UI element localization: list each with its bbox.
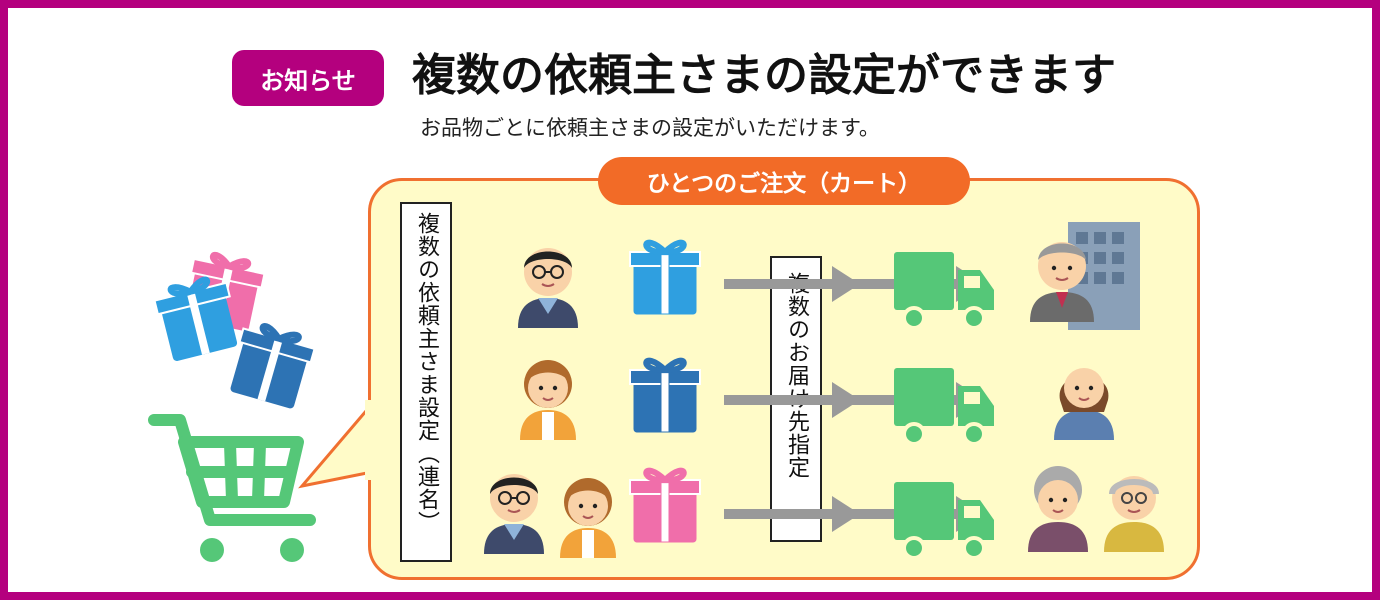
sender-woman-icon [559, 477, 617, 559]
truck-icon [892, 250, 996, 330]
sender-setting-label-box: 複数の依頼主さま設定（連名） [400, 202, 452, 562]
order-pill-label: ひとつのご注文（カート） [646, 171, 922, 197]
arrow-icon [724, 382, 860, 418]
navy-gift-icon [630, 361, 700, 432]
headline: 複数の依頼主さまの設定ができます [412, 50, 1116, 101]
shopping-cart-icon [148, 414, 316, 526]
cart-with-gifts-icon [148, 251, 316, 562]
elderly-woman-icon [1028, 466, 1088, 552]
delivery-rows [483, 222, 1164, 560]
notice-badge: お知らせ [232, 50, 384, 106]
blue-gift-icon [630, 243, 700, 314]
arrow-icon [724, 496, 860, 532]
bubble-tail [298, 403, 374, 489]
sender-setting-label: 複数の依頼主さま設定（連名） [414, 212, 439, 534]
recipient-woman-icon [1054, 368, 1114, 440]
truck-icon [892, 480, 996, 560]
truck-icon [892, 366, 996, 446]
sender-woman-icon [519, 359, 577, 441]
order-pill: ひとつのご注文（カート） [598, 157, 970, 205]
multiple-destination-label: 複数のお届け先指定 [784, 272, 809, 479]
elderly-man-icon [1104, 476, 1164, 552]
notice-badge-label: お知らせ [260, 66, 356, 95]
navy-gift-icon [230, 323, 316, 409]
sender-man-icon [483, 473, 545, 555]
bubble-tail-cover [365, 400, 375, 480]
arrow-icon [724, 266, 860, 302]
businessman-icon [1030, 242, 1094, 322]
blue-gift-icon [153, 276, 238, 361]
subline: お品物ごとに依頼主さまの設定がいただけます。 [420, 116, 880, 140]
pink-gift-icon [630, 471, 700, 542]
sender-man-icon [517, 247, 579, 329]
